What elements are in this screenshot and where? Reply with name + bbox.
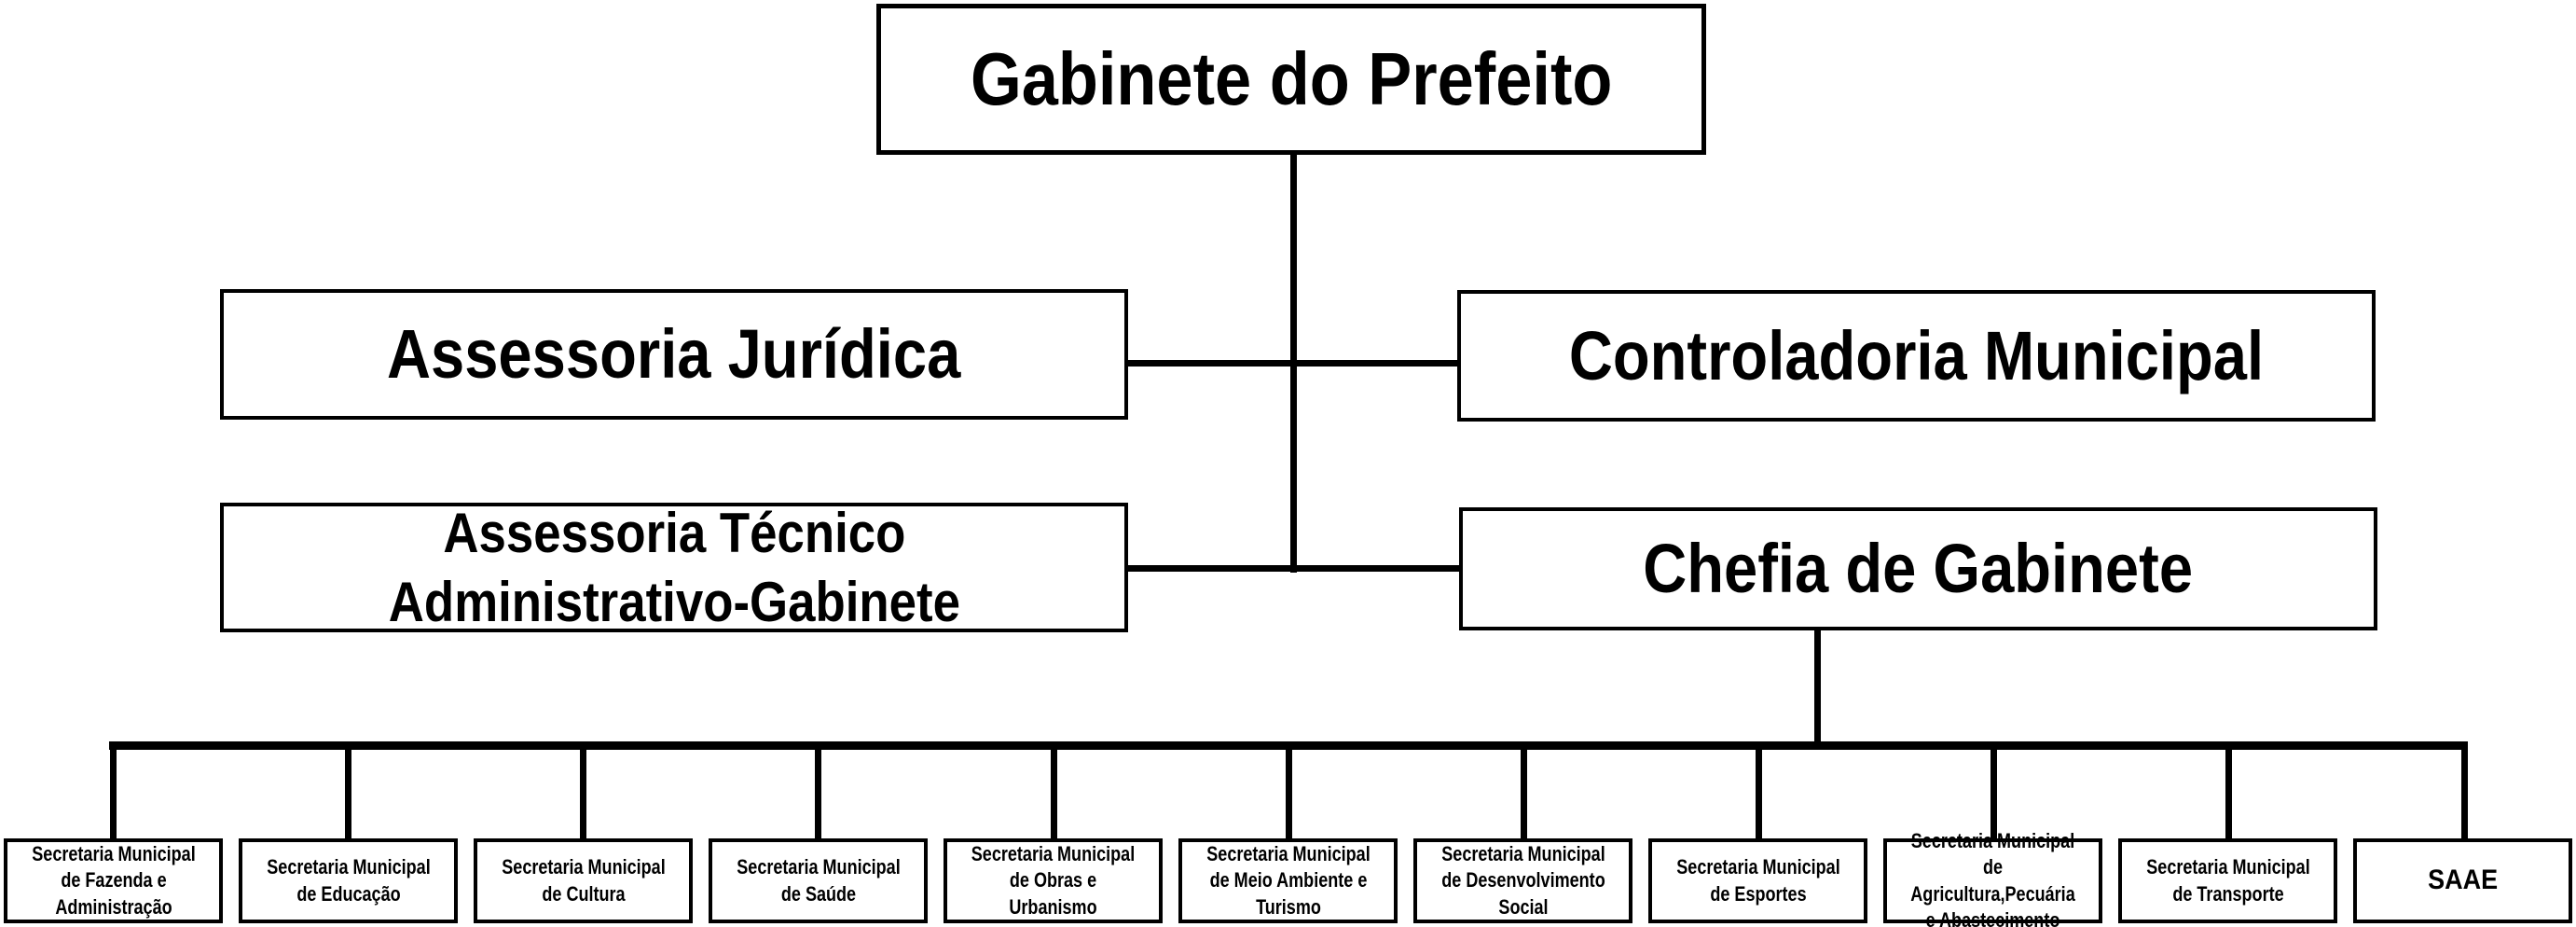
connector-drop-esportes (1756, 744, 1762, 838)
node-secretaria-meio-ambiente-turismo-label: Secretaria Municipal de Meio Ambiente e … (1205, 842, 1371, 919)
connector-drop-educacao (345, 744, 351, 838)
node-assessoria-tecnico-administrativo: Assessoria Técnico Administrativo-Gabine… (220, 502, 1128, 633)
node-secretaria-cultura-label: Secretaria Municipal de Cultura (501, 855, 666, 906)
node-secretaria-transporte-label: Secretaria Municipal de Transporte (2145, 855, 2310, 906)
node-assessoria-tecnico-administrativo-label: Assessoria Técnico Administrativo-Gabine… (388, 502, 960, 633)
connector-drop-saae (2461, 744, 2468, 838)
connector-drop-cultura (580, 744, 586, 838)
node-secretaria-cultura: Secretaria Municipal de Cultura (474, 838, 693, 923)
node-chefia-de-gabinete-label: Chefia de Gabinete (1643, 530, 2194, 608)
node-secretaria-desenvolvimento-social-label: Secretaria Municipal de Desenvolvimento … (1440, 842, 1605, 919)
node-secretaria-saude-label: Secretaria Municipal de Saúde (736, 855, 901, 906)
connector-drop-agricultura (1991, 744, 1997, 838)
node-saae-label: SAAE (2427, 865, 2499, 896)
connector-level2-horizontal (1125, 360, 1461, 367)
node-gabinete-do-prefeito: Gabinete do Prefeito (876, 4, 1706, 155)
node-secretaria-esportes-label: Secretaria Municipal de Esportes (1675, 855, 1840, 906)
node-assessoria-juridica-label: Assessoria Jurídica (387, 315, 961, 394)
node-secretaria-agricultura-pecuaria-abastecimento-label: Secretaria Municipal de Agricultura,Pecu… (1910, 829, 2075, 927)
node-secretaria-esportes: Secretaria Municipal de Esportes (1648, 838, 1867, 923)
connector-drop-transporte (2225, 744, 2232, 838)
node-secretaria-meio-ambiente-turismo: Secretaria Municipal de Meio Ambiente e … (1178, 838, 1398, 923)
node-secretaria-saude: Secretaria Municipal de Saúde (709, 838, 928, 923)
connector-drop-obras (1051, 744, 1057, 838)
node-controladoria-municipal: Controladoria Municipal (1457, 290, 2376, 422)
node-assessoria-juridica: Assessoria Jurídica (220, 289, 1128, 420)
node-chefia-de-gabinete: Chefia de Gabinete (1459, 507, 2377, 630)
node-secretaria-agricultura-pecuaria-abastecimento: Secretaria Municipal de Agricultura,Pecu… (1883, 829, 2102, 927)
node-secretaria-obras-urbanismo: Secretaria Municipal de Obras e Urbanism… (944, 838, 1163, 923)
node-secretaria-fazenda-administracao-label: Secretaria Municipal de Fazenda e Admini… (31, 842, 196, 919)
node-secretaria-fazenda-administracao: Secretaria Municipal de Fazenda e Admini… (4, 838, 223, 923)
node-secretaria-educacao-label: Secretaria Municipal de Educação (266, 855, 431, 906)
node-secretaria-desenvolvimento-social: Secretaria Municipal de Desenvolvimento … (1413, 838, 1632, 923)
node-secretaria-obras-urbanismo-label: Secretaria Municipal de Obras e Urbanism… (971, 842, 1136, 919)
connector-chefia-drop (1814, 627, 1821, 746)
node-secretaria-transporte: Secretaria Municipal de Transporte (2118, 838, 2337, 923)
connector-drop-saude (815, 744, 821, 838)
node-saae: SAAE (2353, 838, 2572, 923)
connector-drop-fazenda (110, 744, 117, 838)
node-gabinete-do-prefeito-label: Gabinete do Prefeito (970, 37, 1613, 120)
node-controladoria-municipal-label: Controladoria Municipal (1568, 316, 2265, 394)
node-secretaria-educacao: Secretaria Municipal de Educação (239, 838, 458, 923)
connector-drop-meio-ambiente (1286, 744, 1292, 838)
connector-drop-desenvolvimento (1521, 744, 1527, 838)
connector-level3-horizontal (1125, 565, 1463, 572)
